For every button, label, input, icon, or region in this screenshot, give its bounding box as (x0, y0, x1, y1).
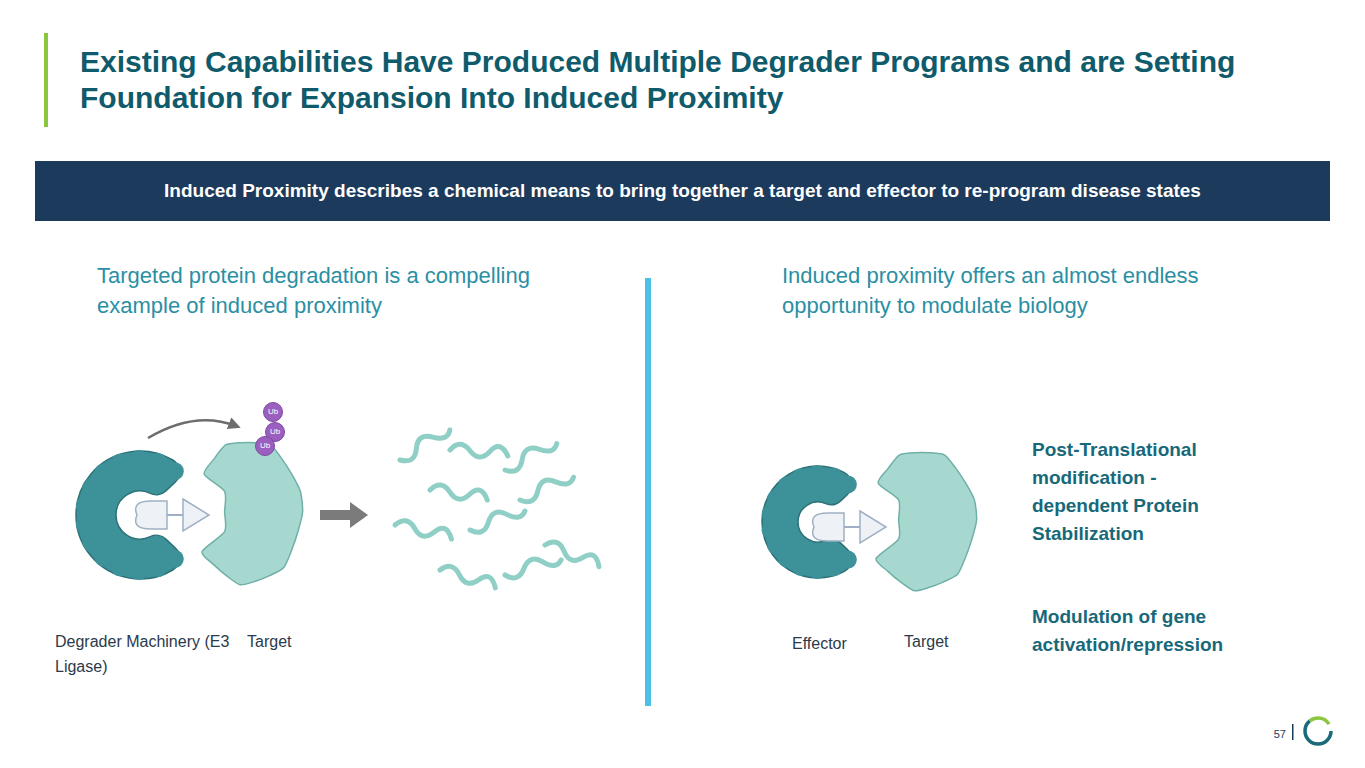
protein-texture (824, 558, 842, 576)
ubiquitin-label: Ub (260, 441, 270, 451)
logo (1305, 718, 1331, 744)
protein-texture (130, 562, 148, 580)
part-label: Degrader Machinery (E3 Ligase) (55, 629, 235, 679)
peptide-fragment (502, 435, 559, 476)
protein-texture (111, 454, 129, 472)
protein-texture (762, 505, 780, 523)
peptide-fragment (503, 550, 562, 581)
part-label: Target (904, 629, 984, 654)
logo (1305, 718, 1331, 744)
peptide-fragment (397, 422, 452, 466)
effector-protein (762, 466, 851, 578)
protein-texture (149, 453, 167, 471)
accent-bar (44, 33, 48, 127)
peptide-fragment (439, 564, 498, 590)
peptide-fragment (450, 444, 508, 458)
panel-heading: Induced proximity offers an almost endle… (782, 261, 1237, 321)
protein-texture (149, 559, 167, 577)
divider (645, 278, 651, 706)
banner-text: Induced Proximity describes a chemical m… (164, 180, 1201, 203)
ligand (183, 499, 209, 531)
ligand (136, 501, 167, 529)
target-protein (202, 442, 303, 584)
protein-texture (166, 462, 184, 480)
peptide-fragment (394, 519, 453, 541)
peptide-fragment (517, 468, 575, 506)
protein-texture (76, 516, 94, 534)
definition-banner: Induced Proximity describes a chemical m… (35, 161, 1330, 221)
protein-texture (111, 558, 129, 576)
protein-texture (792, 468, 810, 486)
peptide-fragment (429, 484, 488, 502)
protein-texture (82, 478, 100, 496)
ubiquitin-label: Ub (268, 407, 278, 417)
slide-title: Existing Capabilities Have Produced Mult… (80, 44, 1280, 116)
ligand (813, 513, 844, 541)
transfer-arrow (148, 420, 236, 438)
protein-texture (166, 550, 184, 568)
protein-texture (808, 561, 826, 579)
page-separator (1292, 724, 1294, 740)
protein-texture (808, 465, 826, 483)
target-protein (876, 452, 977, 590)
part-label: Effector (792, 631, 882, 656)
ligand (860, 511, 886, 543)
ubiquitin-tag: Ub (263, 402, 283, 422)
protein-texture (762, 521, 780, 539)
protein-texture (767, 537, 785, 555)
peptide-fragment (468, 502, 527, 537)
panel-heading: Targeted protein degradation is a compel… (97, 261, 567, 321)
protein-texture (76, 496, 94, 514)
protein-texture (95, 549, 113, 567)
ubiquitin-label: Ub (270, 427, 280, 437)
protein-texture (82, 534, 100, 552)
process-arrow (320, 502, 368, 528)
protein-texture (839, 475, 857, 493)
ubiquitin-tag: Ub (255, 436, 275, 456)
peptide-fragment (543, 539, 602, 568)
page-number: 57 (1262, 727, 1286, 741)
application-label: Post-Translational modification - depend… (1032, 436, 1247, 548)
effector-protein (76, 451, 180, 579)
protein-texture (95, 463, 113, 481)
application-label: Modulation of gene activation/repression (1032, 603, 1267, 659)
part-label: Target (247, 629, 327, 654)
protein-texture (130, 450, 148, 468)
